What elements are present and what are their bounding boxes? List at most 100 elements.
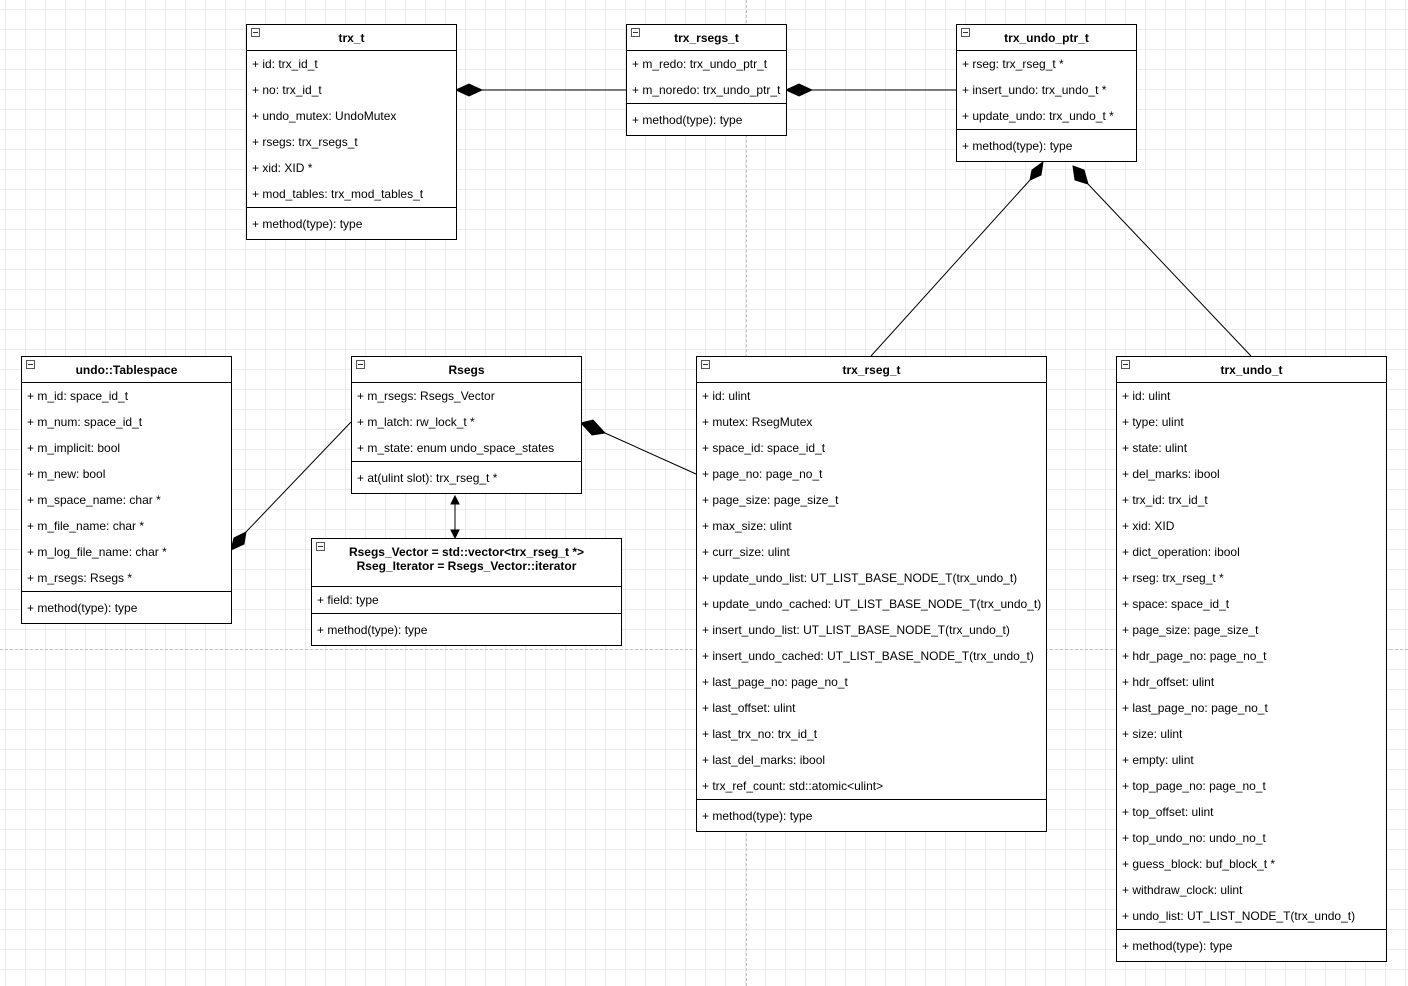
field-row: + m_space_name: char * <box>27 493 161 507</box>
field-row: + page_no: page_no_t <box>702 467 823 481</box>
collapse-icon[interactable] <box>356 360 365 369</box>
field-row: + update_undo_list: UT_LIST_BASE_NODE_T(… <box>702 571 1018 585</box>
field-row: + mod_tables: trx_mod_tables_t <box>252 187 424 201</box>
method-row: + method(type): type <box>1122 939 1233 953</box>
edge-trx_undo_ptr_t-trx_undo_t <box>1087 183 1252 357</box>
field-row: + hdr_offset: ulint <box>1122 675 1215 689</box>
field-row: + max_size: ulint <box>702 519 792 533</box>
class-name-line-1: Rsegs_Vector = std::vector<trx_rseg_t *> <box>348 545 585 559</box>
field-row: + update_undo_cached: UT_LIST_BASE_NODE_… <box>702 597 1042 611</box>
field-row: + last_offset: ulint <box>702 701 796 715</box>
class-fields: + field: type <box>312 587 621 614</box>
class-fields: + id: ulint + type: ulint + state: ulint… <box>1117 383 1386 930</box>
field-row: + top_offset: ulint <box>1122 805 1214 819</box>
class-trx_rseg_t[interactable]: trx_rseg_t + id: ulint + mutex: RsegMute… <box>696 356 1047 832</box>
collapse-icon[interactable] <box>961 28 970 37</box>
class-fields: + m_redo: trx_undo_ptr_t + m_noredo: trx… <box>627 51 786 104</box>
class-name: trx_t <box>338 31 365 45</box>
class-name: trx_rsegs_t <box>674 31 739 45</box>
class-header: trx_rseg_t <box>697 357 1046 383</box>
field-row: + m_num: space_id_t <box>27 415 143 429</box>
class-header: trx_t <box>247 25 456 51</box>
class-header: trx_undo_ptr_t <box>957 25 1136 51</box>
field-row: + rseg: trx_rseg_t * <box>1122 571 1224 585</box>
class-trx_t[interactable]: trx_t + id: trx_id_t + no: trx_id_t + un… <box>246 24 457 240</box>
collapse-icon[interactable] <box>316 542 325 551</box>
composition-diamond-trx_rsegs_t <box>784 83 814 97</box>
class-fields: + m_rsegs: Rsegs_Vector + m_latch: rw_lo… <box>352 383 581 462</box>
field-row: + mutex: RsegMutex <box>702 415 813 429</box>
field-row: + insert_undo_cached: UT_LIST_BASE_NODE_… <box>702 649 1034 663</box>
field-row: + update_undo: trx_undo_t * <box>962 109 1114 123</box>
collapse-icon[interactable] <box>631 28 640 37</box>
collapse-icon[interactable] <box>251 28 260 37</box>
class-methods: + method(type): type <box>22 592 231 623</box>
method-row: + method(type): type <box>632 113 743 127</box>
class-header: Rsegs_Vector = std::vector<trx_rseg_t *>… <box>312 539 621 587</box>
collapse-icon[interactable] <box>1121 360 1130 369</box>
class-name: trx_undo_ptr_t <box>1004 31 1089 45</box>
field-row: + id: ulint <box>1122 389 1171 403</box>
class-fields: + m_id: space_id_t + m_num: space_id_t +… <box>22 383 231 592</box>
class-header: trx_undo_t <box>1117 357 1386 383</box>
class-methods: + method(type): type <box>957 130 1136 161</box>
composition-diamond-rsegs <box>580 419 607 436</box>
field-row: + withdraw_clock: ulint <box>1122 883 1243 897</box>
field-row: + insert_undo: trx_undo_t * <box>962 83 1107 97</box>
field-row: + state: ulint <box>1122 441 1188 455</box>
collapse-icon[interactable] <box>701 360 710 369</box>
class-header: trx_rsegs_t <box>627 25 786 51</box>
method-row: + method(type): type <box>27 601 138 615</box>
field-row: + m_id: space_id_t <box>27 389 129 403</box>
class-methods: + method(type): type <box>1117 930 1386 961</box>
field-row: + size: ulint <box>1122 727 1183 741</box>
field-row: + m_latch: rw_lock_t * <box>357 415 475 429</box>
class-undo-tablespace[interactable]: undo::Tablespace + m_id: space_id_t + m_… <box>21 356 232 624</box>
field-row: + m_log_file_name: char * <box>27 545 167 559</box>
method-row: + method(type): type <box>317 623 428 637</box>
collapse-icon[interactable] <box>26 360 35 369</box>
arrowhead-up <box>450 494 460 505</box>
field-row: + m_rsegs: Rsegs_Vector <box>357 389 495 403</box>
class-name: undo::Tablespace <box>75 363 178 377</box>
class-fields: + rseg: trx_rseg_t * + insert_undo: trx_… <box>957 51 1136 130</box>
field-row: + no: trx_id_t <box>252 83 322 97</box>
edge-trx_undo_ptr_t-trx_rseg_t <box>870 179 1031 357</box>
field-row: + id: ulint <box>702 389 751 403</box>
field-row: + m_redo: trx_undo_ptr_t <box>632 57 768 71</box>
class-rsegs[interactable]: Rsegs + m_rsegs: Rsegs_Vector + m_latch:… <box>351 356 582 494</box>
class-rsegs-vector[interactable]: Rsegs_Vector = std::vector<trx_rseg_t *>… <box>311 538 622 646</box>
field-row: + dict_operation: ibool <box>1122 545 1240 559</box>
class-methods: + method(type): type <box>627 104 786 135</box>
method-row: + method(type): type <box>962 139 1073 153</box>
method-row: + method(type): type <box>702 809 813 823</box>
field-row: + del_marks: ibool <box>1122 467 1220 481</box>
field-row: + hdr_page_no: page_no_t <box>1122 649 1267 663</box>
class-trx_rsegs_t[interactable]: trx_rsegs_t + m_redo: trx_undo_ptr_t + m… <box>626 24 787 136</box>
field-row: + rsegs: trx_rsegs_t <box>252 135 358 149</box>
class-trx_undo_ptr_t[interactable]: trx_undo_ptr_t + rseg: trx_rseg_t * + in… <box>956 24 1137 162</box>
class-methods: + method(type): type <box>312 614 621 645</box>
field-row: + field: type <box>317 593 379 607</box>
class-name-line-2: Rseg_Iterator = Rsegs_Vector::iterator <box>356 559 577 573</box>
class-trx_undo_t[interactable]: trx_undo_t + id: ulint + type: ulint + s… <box>1116 356 1387 962</box>
class-fields: + id: trx_id_t + no: trx_id_t + undo_mut… <box>247 51 456 208</box>
field-row: + trx_ref_count: std::atomic<ulint> <box>702 779 884 793</box>
class-name: trx_undo_t <box>1220 363 1283 377</box>
field-row: + top_page_no: page_no_t <box>1122 779 1266 793</box>
composition-diamond-trx_t <box>454 83 484 97</box>
field-row: + m_state: enum undo_space_states <box>357 441 555 455</box>
class-fields: + id: ulint + mutex: RsegMutex + space_i… <box>697 383 1046 800</box>
field-row: + type: ulint <box>1122 415 1184 429</box>
field-row: + m_noredo: trx_undo_ptr_t <box>632 83 781 97</box>
field-row: + xid: XID <box>1122 519 1175 533</box>
field-row: + id: trx_id_t <box>252 57 318 71</box>
composition-diamond-trx_undo_ptr_t-rseg <box>1029 160 1044 181</box>
composition-diamond-trx_undo_ptr_t-undo <box>1072 165 1089 185</box>
field-row: + page_size: page_size_t <box>1122 623 1259 637</box>
method-row: + at(ulint slot): trx_rseg_t * <box>357 471 498 485</box>
field-row: + trx_id: trx_id_t <box>1122 493 1208 507</box>
class-methods: + method(type): type <box>697 800 1046 831</box>
edge-tablespace-rsegs <box>245 421 352 533</box>
field-row: + space_id: space_id_t <box>702 441 826 455</box>
